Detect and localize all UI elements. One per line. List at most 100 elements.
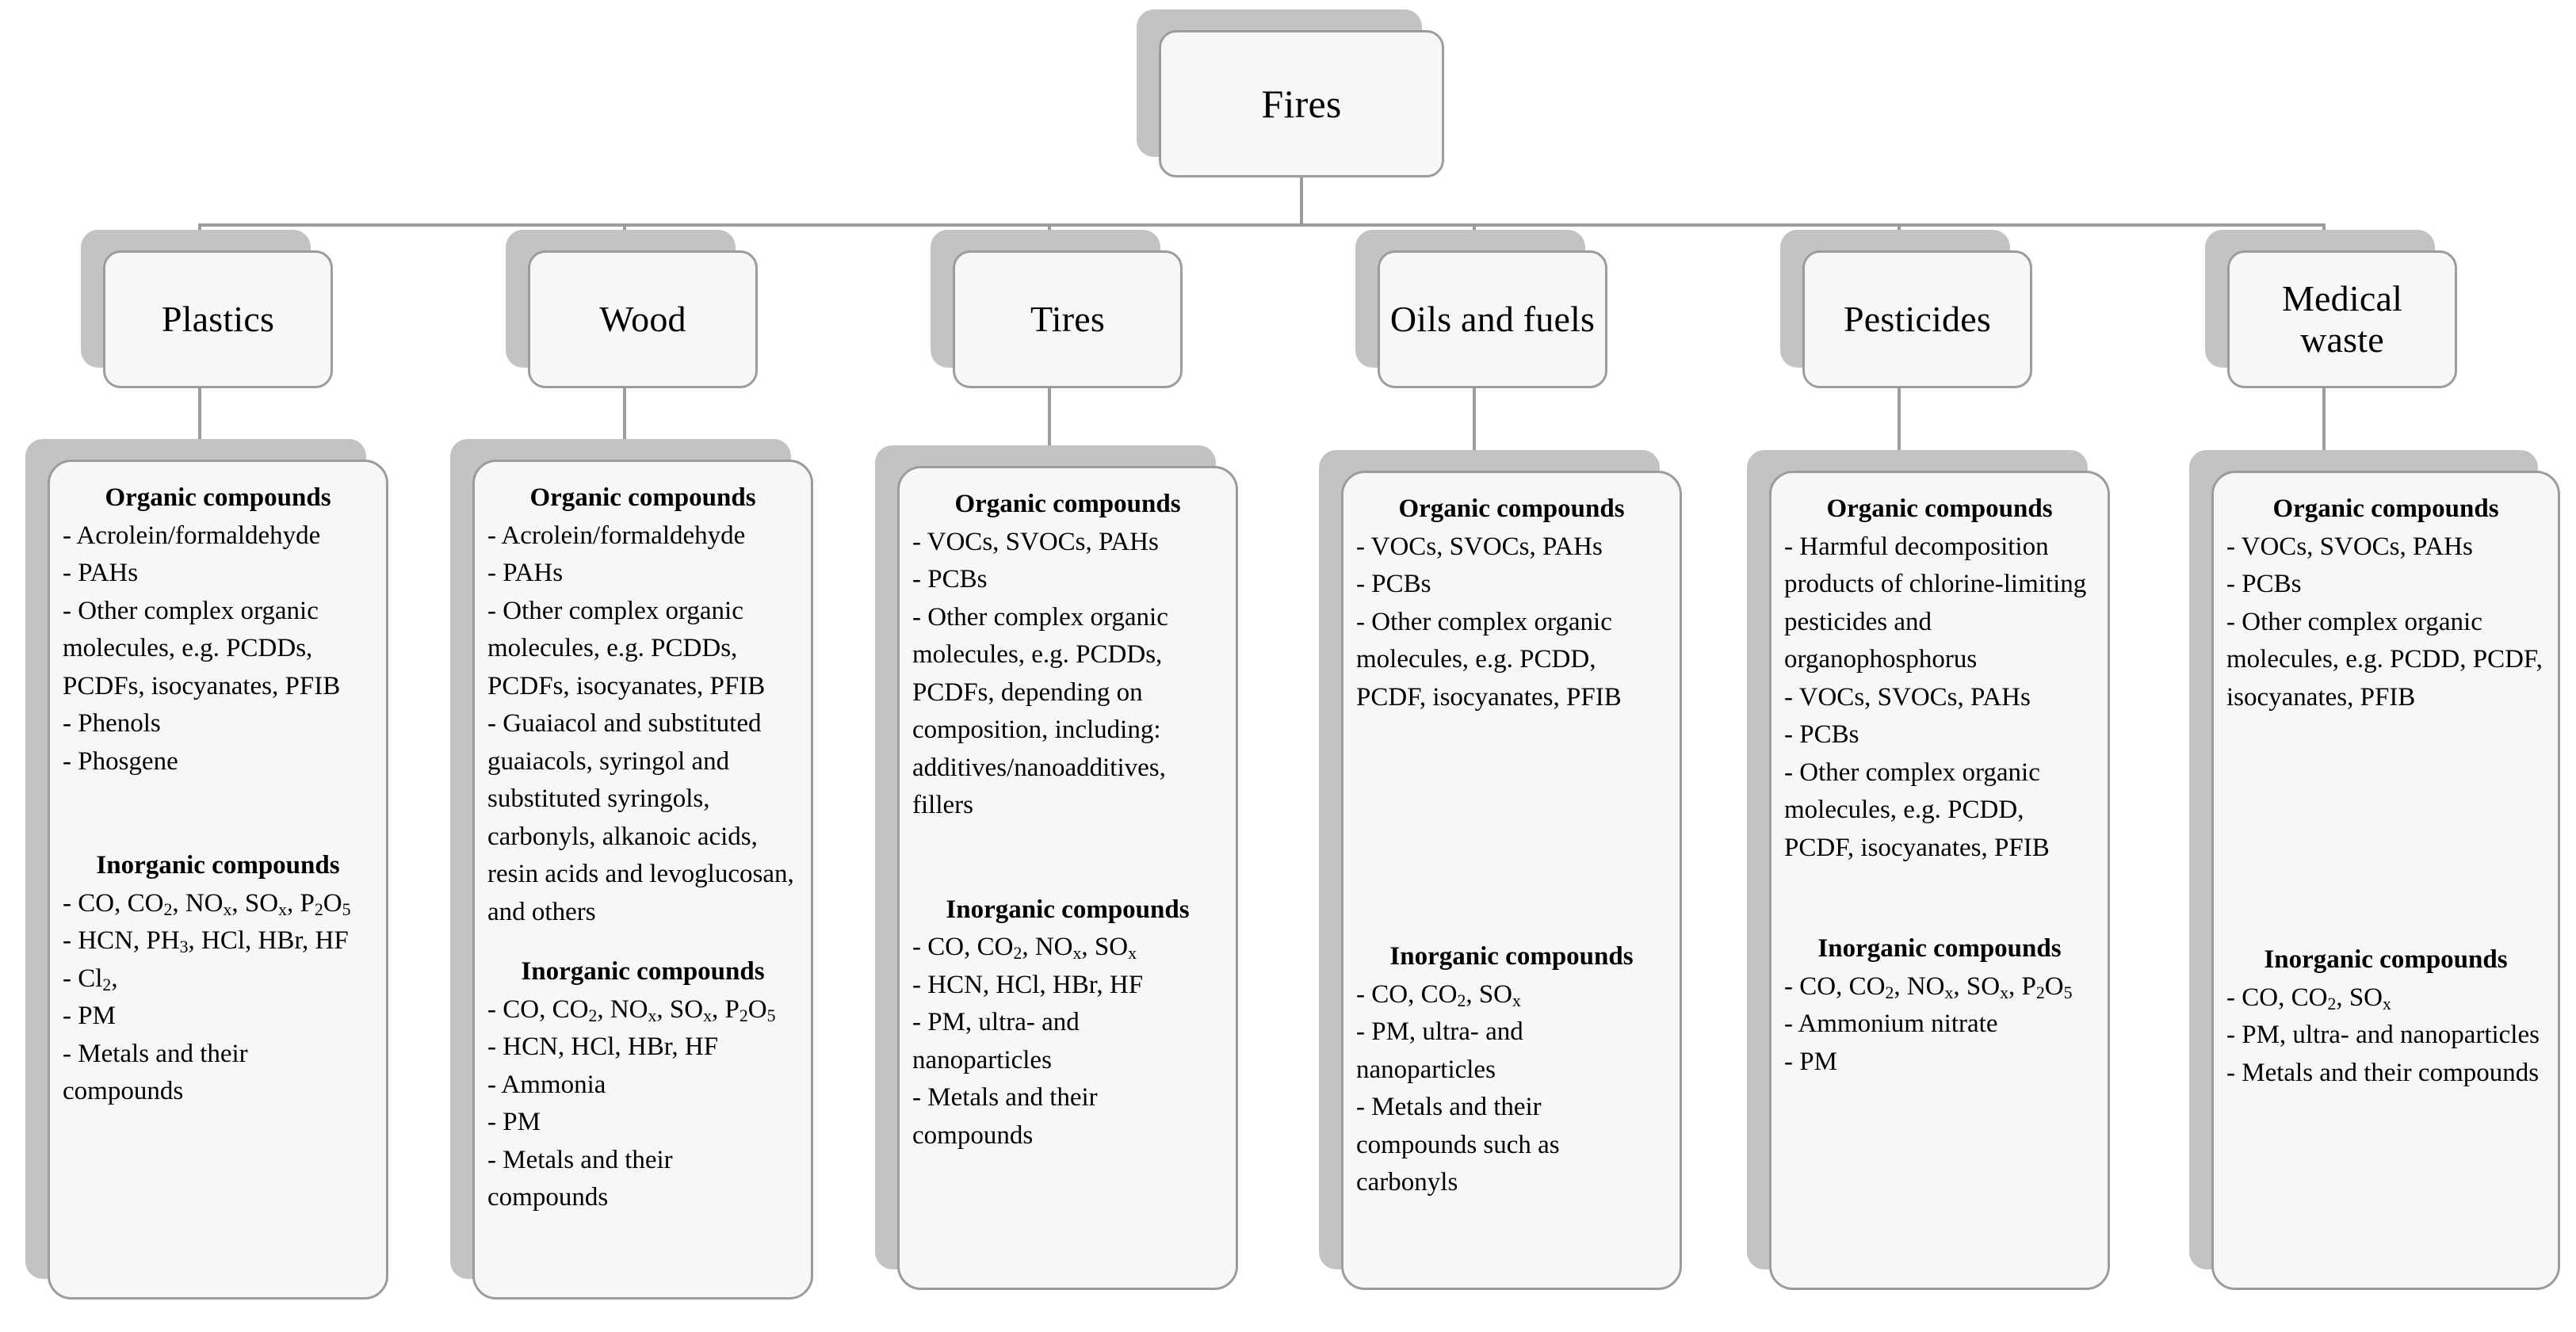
node-face: Medical waste (2227, 250, 2457, 388)
section-title-organic: Organic compounds (2272, 494, 2499, 523)
list-item: - Other complex organic molecules, e.g. … (63, 596, 341, 700)
connector-stem-plastics (198, 388, 201, 452)
connector-horizontal-bus (198, 223, 2324, 227)
list-item: - PCBs (1784, 720, 1859, 750)
list-item: - PM, ultra- and nanoparticles (2226, 1021, 2540, 1050)
node-face: Fires (1159, 30, 1444, 177)
list-item: - Ammonia (487, 1070, 606, 1099)
content-face: Organic compounds - VOCs, SVOCs, PAHs - P… (897, 466, 1238, 1290)
content-box-medical-waste: Organic compounds - VOCs, SVOCs, PAHs - P… (2189, 450, 2560, 1290)
organic-list: - VOCs, SVOCs, PAHs - PCBs - Other complex… (912, 524, 1223, 825)
list-item: - Harmful decomposition products of chlo… (1784, 532, 2087, 674)
node-face: Oils and fuels (1378, 250, 1607, 388)
inorganic-list: - CO, CO2, SOx- PM, ultra- and nanoparti… (1356, 976, 1667, 1202)
node-face: Tires (953, 250, 1183, 388)
node-label-plastics: Plastics (161, 299, 275, 340)
node-medical-waste[interactable]: Medical waste (2205, 230, 2457, 388)
connector-stem-wood (623, 388, 626, 452)
node-label-pesticides: Pesticides (1844, 299, 1991, 340)
section-title-inorganic: Inorganic compounds (96, 851, 340, 880)
content-box-wood: Organic compounds - Acrolein/formaldehyd… (450, 439, 813, 1300)
list-item: - PM (1784, 1047, 1837, 1076)
connector-stem-pesticides (1898, 388, 1901, 452)
list-item: - PCBs (2226, 570, 2302, 599)
node-oils-and-fuels[interactable]: Oils and fuels (1355, 230, 1607, 388)
list-item: - VOCs, SVOCs, PAHs (1356, 532, 1603, 561)
list-item: - Acrolein/formaldehyde (487, 521, 746, 550)
list-item: - Metals and their compounds such as car… (1356, 1093, 1560, 1197)
content-face: Organic compounds - Acrolein/formaldehyd… (472, 460, 813, 1300)
node-plastics[interactable]: Plastics (81, 230, 333, 388)
inorganic-list: - CO, CO2, NOx, SOx - HCN, HCl, HBr, HF - … (912, 929, 1223, 1155)
content-face: Organic compounds - Harmful decompositio… (1769, 471, 2110, 1290)
connector-stem-medical-waste (2322, 388, 2326, 452)
list-item: - VOCs, SVOCs, PAHs (2226, 532, 2473, 561)
content-box-plastics: Organic compounds - Acrolein/formaldehyd… (25, 439, 388, 1300)
list-item: - CO, CO2, SOx (2226, 983, 2391, 1013)
list-item: - HCN, PH3, HCl, HBr, HF (63, 926, 349, 957)
list-item: - PCBs (1356, 570, 1431, 599)
node-label-fires: Fires (1261, 82, 1342, 126)
list-item: - VOCs, SVOCs, PAHs (912, 527, 1159, 556)
node-label-wood: Wood (599, 299, 686, 340)
inorganic-list: - CO, CO2, NOx, SOx, P2O5 - Ammonium nitr… (1784, 968, 2095, 1082)
list-item: - PM (63, 1002, 116, 1031)
list-item: - PM, ultra- and nanoparticles (912, 1008, 1080, 1074)
section-title-inorganic: Inorganic compounds (2264, 945, 2508, 975)
list-item: - Metals and their compounds (2226, 1058, 2540, 1087)
content-face: Organic compounds - VOCs, SVOCs, PAHs - P… (1341, 471, 1682, 1290)
list-item: - Other complex organic molecules, e.g. … (487, 596, 766, 700)
list-item: - Metals and their compounds (487, 1145, 673, 1212)
list-item: - PM (487, 1108, 541, 1137)
list-item: - Phosgene (63, 746, 178, 776)
connector-stem-oils-and-fuels (1473, 388, 1476, 452)
list-item: - PAHs (487, 559, 564, 588)
list-item: - Other complex organic molecules, e.g. … (2226, 607, 2543, 712)
list-item: - CO, CO2, NOx, SOx, P2O5 (1784, 971, 2073, 1002)
inorganic-list: - CO, CO2, SOx - PM, ultra- and nanoparti… (2226, 979, 2545, 1093)
node-tires[interactable]: Tires (931, 230, 1183, 388)
node-pesticides[interactable]: Pesticides (1780, 230, 2032, 388)
list-item: - Cl2, (63, 964, 118, 994)
content-box-tires: Organic compounds - VOCs, SVOCs, PAHs - P… (875, 445, 1238, 1290)
list-item: - VOCs, SVOCs, PAHs (1784, 682, 2031, 712)
node-wood[interactable]: Wood (506, 230, 758, 388)
node-fires[interactable]: Fires (1137, 10, 1444, 177)
list-item: - Guaiacol and substituted guaiacols, sy… (487, 709, 794, 926)
list-item: - HCN, HCl, HBr, HF (487, 1032, 719, 1062)
section-title-inorganic: Inorganic compounds (521, 957, 765, 987)
node-face: Pesticides (1802, 250, 2032, 388)
list-item: - HCN, HCl, HBr, HF (912, 970, 1144, 999)
node-label-oils-and-fuels: Oils and fuels (1389, 299, 1596, 340)
organic-list: - Acrolein/formaldehyde - PAHs - Other com… (487, 517, 798, 932)
list-item: - PCBs (912, 565, 988, 594)
section-title-organic: Organic compounds (1398, 494, 1625, 523)
list-item: - CO, CO2, NOx, SOx (912, 933, 1137, 964)
section-title-inorganic: Inorganic compounds (1817, 934, 2062, 964)
section-title-organic: Organic compounds (105, 483, 331, 512)
list-item: - Metals and their compounds (912, 1083, 1098, 1150)
node-face: Wood (528, 250, 758, 388)
list-item: - CO, CO2, NOx, SOx, P2O5 (63, 888, 351, 919)
list-item: - Other complex organic molecules, e.g. … (1784, 758, 2050, 862)
inorganic-list: - CO, CO2, NOx, SOx, P2O5 - HCN, PH3, HCl… (63, 885, 373, 1111)
connector-root-stem (1300, 177, 1303, 225)
organic-list: - VOCs, SVOCs, PAHs - PCBs - Other complex… (2226, 529, 2545, 717)
content-face: Organic compounds - Acrolein/formaldehyd… (48, 460, 388, 1300)
organic-list: - Acrolein/formaldehyde- PAHs- Other com… (63, 517, 373, 781)
list-item: - PAHs (63, 559, 139, 588)
content-box-pesticides: Organic compounds - Harmful decompositio… (1747, 450, 2110, 1290)
section-title-organic: Organic compounds (954, 490, 1181, 518)
node-label-tires: Tires (1030, 299, 1105, 340)
content-face: Organic compounds - VOCs, SVOCs, PAHs - P… (2211, 471, 2560, 1290)
connector-stem-tires (1048, 388, 1051, 452)
content-box-oils-and-fuels: Organic compounds - VOCs, SVOCs, PAHs - P… (1319, 450, 1682, 1290)
list-item: - Other complex organic molecules, e.g. … (1356, 607, 1622, 712)
list-item: - Other complex organic molecules, e.g. … (912, 602, 1168, 820)
list-item: - Ammonium nitrate (1784, 1009, 1998, 1039)
section-title-organic: Organic compounds (529, 483, 756, 512)
section-title-inorganic: Inorganic compounds (1389, 942, 1634, 971)
list-item: - Phenols (63, 709, 161, 739)
organic-list: - Harmful decomposition products of chlo… (1784, 529, 2095, 868)
